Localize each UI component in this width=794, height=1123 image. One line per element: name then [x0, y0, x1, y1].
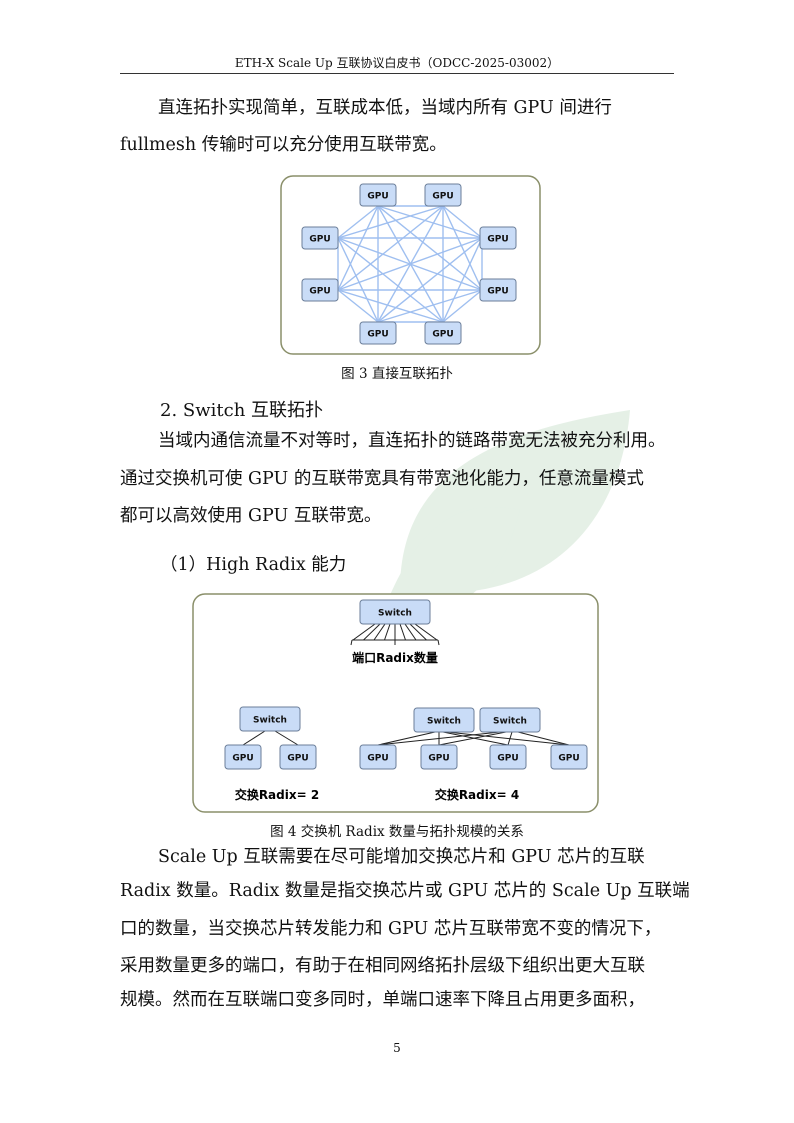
gpu-node: GPU — [279, 744, 317, 770]
mesh-link — [377, 289, 483, 323]
gpu-node: GPU — [359, 183, 397, 207]
gpu-node: GPU — [301, 278, 339, 302]
gpu-node: GPU — [479, 226, 517, 250]
switch-node-label: Switch — [427, 717, 461, 727]
gpu-node: GPU — [550, 744, 588, 770]
gpu-node-label: GPU — [487, 235, 508, 245]
gpu-node-label: GPU — [367, 754, 388, 764]
gpu-node-label: GPU — [232, 754, 253, 764]
gpu-node: GPU — [359, 321, 397, 345]
figure-4-caption: 图 4 交换机 Radix 数量与拓扑规模的关系 — [270, 824, 524, 840]
link — [373, 623, 386, 641]
link — [352, 623, 376, 641]
paragraph-line: 规模。然而在互联端口变多同时，单端口速率下降且占用更多面积， — [120, 990, 645, 1010]
figure-3-caption: 图 3 直接互联拓扑 — [341, 366, 453, 382]
paragraph-line: 口的数量，当交换芯片转发能力和 GPU 芯片互联带宽不变的情况下， — [120, 919, 662, 939]
gpu-node: GPU — [424, 321, 462, 345]
header-rule — [120, 73, 674, 74]
link — [446, 731, 570, 746]
mesh-link — [337, 289, 379, 323]
link — [438, 731, 507, 746]
gpu-node: GPU — [489, 744, 527, 770]
link — [377, 731, 436, 746]
gpu-node-label: GPU — [487, 287, 508, 297]
paragraph-line: fullmesh 传输时可以充分使用互联带宽。 — [120, 135, 447, 155]
gpu-node: GPU — [224, 744, 262, 770]
link — [414, 623, 438, 641]
mesh-link — [337, 205, 379, 239]
switch-node-label: Switch — [493, 717, 527, 727]
switch-node-label: Switch — [378, 609, 412, 619]
mesh-link — [337, 205, 379, 291]
link — [442, 731, 509, 746]
section-heading: 2. Switch 互联拓扑 — [160, 400, 324, 421]
mesh-link — [442, 205, 483, 291]
mesh-link — [337, 237, 379, 323]
paragraph-line: 当域内通信流量不对等时，直连拓扑的链路带宽无法被充分利用。 — [158, 431, 666, 451]
switch-node: Switch — [239, 706, 301, 732]
gpu-node: GPU — [301, 226, 339, 250]
gpu-node-label: GPU — [367, 192, 388, 202]
gpu-node: GPU — [359, 744, 397, 770]
mesh-link — [337, 205, 444, 239]
gpu-node-label: GPU — [287, 754, 308, 764]
link — [437, 639, 440, 646]
mesh-link — [337, 237, 483, 291]
radix-4-label: 交换Radix= 4 — [435, 787, 519, 802]
link — [242, 730, 266, 746]
gpu-node-label: GPU — [497, 754, 518, 764]
switch-node: Switch — [359, 599, 431, 625]
link — [384, 623, 391, 641]
switch-node-label: Switch — [253, 716, 287, 726]
mesh-link — [442, 205, 483, 239]
mesh-link — [442, 237, 483, 323]
mesh-link — [442, 289, 483, 323]
paragraph-line: Radix 数量。Radix 数量是指交换芯片或 GPU 芯片的 Scale U… — [120, 881, 690, 901]
page-number: 5 — [393, 1041, 401, 1055]
gpu-node-label: GPU — [432, 192, 453, 202]
mesh-link — [337, 289, 444, 323]
page-header: ETH-X Scale Up 互联协议白皮书（ODCC-2025-03002） — [234, 56, 560, 70]
switch-node: Switch — [479, 707, 541, 733]
switch-node: Switch — [413, 707, 475, 733]
link — [350, 639, 353, 646]
gpu-node: GPU — [420, 744, 458, 770]
gpu-node: GPU — [424, 183, 462, 207]
watermark-logo — [380, 410, 630, 621]
link — [274, 730, 299, 746]
mesh-link — [377, 205, 483, 239]
gpu-node: GPU — [479, 278, 517, 302]
mesh-link — [337, 237, 444, 323]
paragraph-line: 直连拓扑实现简单，互联成本低，当域内所有 GPU 间进行 — [158, 98, 612, 118]
radix-2-label: 交换Radix= 2 — [235, 787, 319, 802]
paragraph-line: Scale Up 互联需要在尽可能增加交换芯片和 GPU 芯片的互联 — [158, 847, 645, 867]
link — [363, 623, 381, 641]
gpu-node-label: GPU — [309, 287, 330, 297]
gpu-node-label: GPU — [428, 754, 449, 764]
subsection-heading: （1）High Radix 能力 — [160, 555, 347, 575]
gpu-node-label: GPU — [367, 330, 388, 340]
link — [404, 623, 417, 641]
link — [409, 623, 427, 641]
paragraph-line: 都可以高效使用 GPU 互联带宽。 — [120, 506, 382, 526]
gpu-node-label: GPU — [432, 330, 453, 340]
link — [517, 731, 570, 746]
gpu-node-label: GPU — [558, 754, 579, 764]
paragraph-line: 通过交换机可使 GPU 的互联带宽具有带宽池化能力，任意流量模式 — [120, 469, 644, 489]
gpu-node-label: GPU — [309, 235, 330, 245]
port-radix-label: 端口Radix数量 — [352, 650, 438, 665]
link — [399, 623, 406, 641]
paragraph-line: 采用数量更多的端口，有助于在相同网络拓扑层级下组织出更大互联 — [120, 956, 645, 976]
